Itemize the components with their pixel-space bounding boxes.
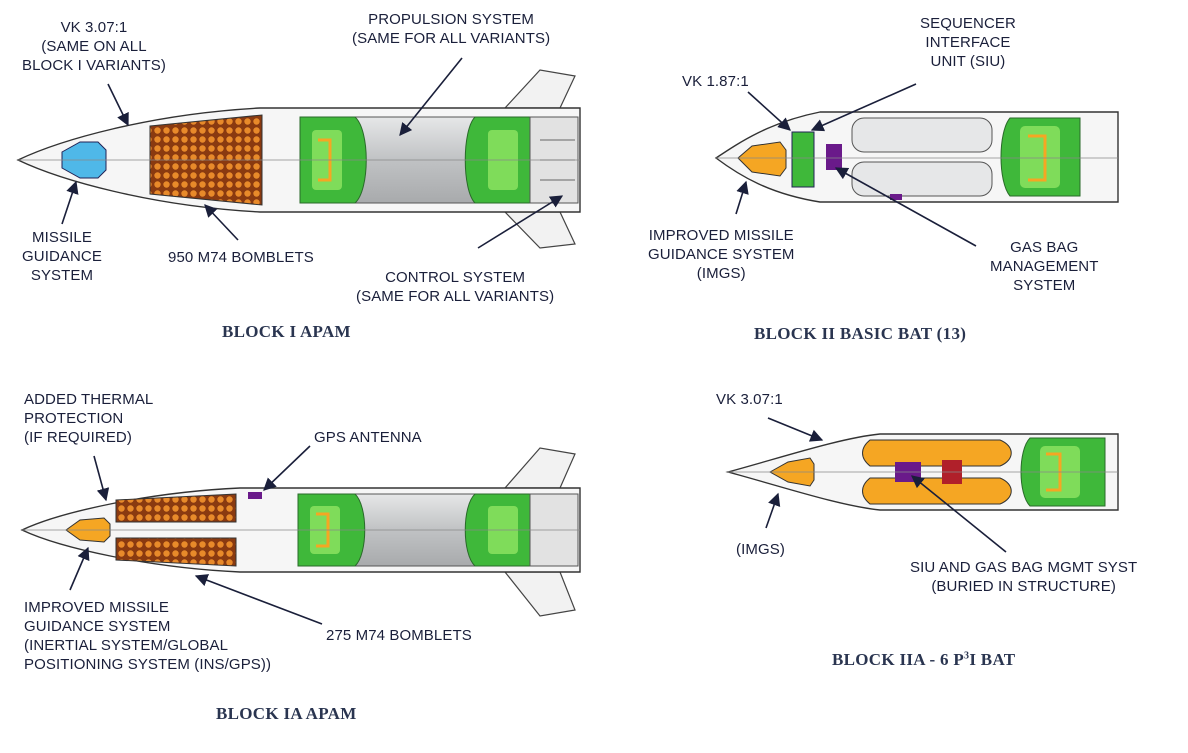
block1-title: BLOCK I APAM [222,322,351,341]
block1a-bomblets-upper [115,493,237,523]
block1a-gps-label: GPS ANTENNA [314,429,422,446]
block2-leaders [735,83,977,247]
block2a-vk-label: VK 3.07:1 [716,391,783,408]
block2a-upper-bag [862,439,1012,467]
block1a-imgs-label: IMPROVED MISSILE GUIDANCE SYSTEM (INERTI… [24,599,272,673]
block1a-gps-antenna [248,492,262,499]
block1a-title: BLOCK IA APAM [216,704,357,723]
block1a-upper-fin [503,447,576,489]
block1a-lower-fin [503,571,576,617]
block1a-leaders [69,445,323,625]
block1a-missile [20,447,581,617]
block2a-title-sup: 3 [964,650,970,662]
block2a-title-prefix: BLOCK IIA - 6 P [832,650,965,669]
block2-missile [714,111,1119,203]
block1-upper-fin [503,69,576,109]
block1-control-label: CONTROL SYSTEM (SAME FOR ALL VARIANTS) [356,269,555,305]
block2-gasbag [826,144,842,170]
block1-leaders [61,57,564,249]
block1a-bomblets-lower [115,537,237,567]
block1-lower-fin [503,211,576,249]
block2-imgs-label: IMPROVED MISSILE GUIDANCE SYSTEM (IMGS) [648,227,795,282]
block1-guidance-label: MISSILE GUIDANCE SYSTEM [22,229,102,284]
block2-siu [791,131,815,188]
block2a-imgs-label: (IMGS) [736,541,785,558]
block2a-title: BLOCK IIA - 6 P3I BAT [832,650,1015,670]
block2-seeker [737,141,787,177]
block2-siu-label: SEQUENCER INTERFACE UNIT (SIU) [920,15,1016,70]
block1a-thermal-label: ADDED THERMAL PROTECTION (IF REQUIRED) [24,391,154,446]
block1-bomblets-label: 950 M74 BOMBLETS [168,249,314,266]
block2-vk-label: VK 1.87:1 [682,73,749,90]
block1-propulsion-label: PROPULSION SYSTEM (SAME FOR ALL VARIANTS… [352,11,551,47]
block2a-leaders [765,417,1007,553]
block2a-lower-bag [862,477,1012,505]
block1-vk-label: VK 3.07:1 (SAME ON ALL BLOCK I VARIANTS) [22,19,166,74]
block2-title: BLOCK II BASIC BAT (13) [754,324,967,343]
block2a-siu-label: SIU AND GAS BAG MGMT SYST (BURIED IN STR… [910,559,1138,595]
block1a-bomblets-label: 275 M74 BOMBLETS [326,627,472,644]
block2-gasbag-label: GAS BAG MANAGEMENT SYSTEM [990,239,1099,294]
block1-missile [16,69,581,249]
block2a-missile [725,433,1119,511]
block2a-title-suffix: I BAT [969,650,1016,669]
